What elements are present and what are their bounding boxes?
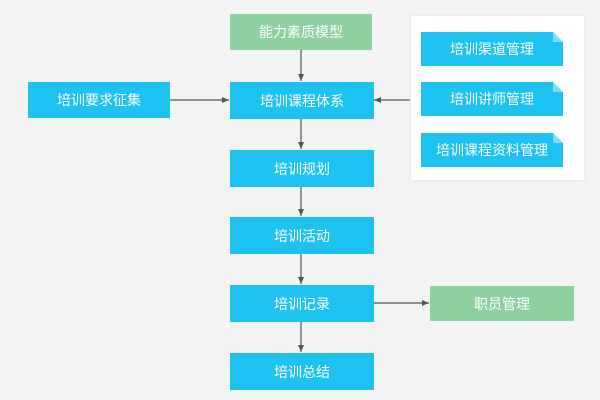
lecturer-management-doc: 培训讲师管理: [421, 82, 563, 116]
training-record-label: 培训记录: [274, 296, 330, 313]
requirements-collection-node: 培训要求征集: [28, 82, 170, 118]
course-material-management-label: 培训课程资料管理: [436, 143, 548, 159]
training-plan-label: 培训规划: [274, 161, 330, 178]
staff-management-label: 职员管理: [474, 296, 530, 313]
course-system-node: 培训课程体系: [230, 82, 374, 119]
training-activity-label: 培训活动: [274, 228, 330, 245]
course-material-management-doc: 培训课程资料管理: [421, 133, 563, 167]
channel-management-label: 培训渠道管理: [450, 42, 534, 58]
doc-fold-icon: [553, 133, 563, 143]
lecturer-management-label: 培训讲师管理: [450, 92, 534, 108]
training-record-node: 培训记录: [230, 285, 374, 322]
staff-management-node: 职员管理: [430, 286, 574, 321]
doc-fold-icon: [553, 32, 563, 42]
training-plan-node: 培训规划: [230, 150, 374, 187]
course-system-label: 培训课程体系: [260, 93, 344, 110]
doc-fold-icon: [553, 82, 563, 92]
competency-model-node: 能力素质模型: [230, 14, 372, 50]
requirements-collection-label: 培训要求征集: [57, 93, 141, 109]
competency-model-label: 能力素质模型: [259, 25, 343, 41]
channel-management-doc: 培训渠道管理: [421, 32, 563, 66]
training-summary-label: 培训总结: [274, 364, 330, 381]
training-activity-node: 培训活动: [230, 217, 374, 254]
training-summary-node: 培训总结: [230, 353, 374, 390]
